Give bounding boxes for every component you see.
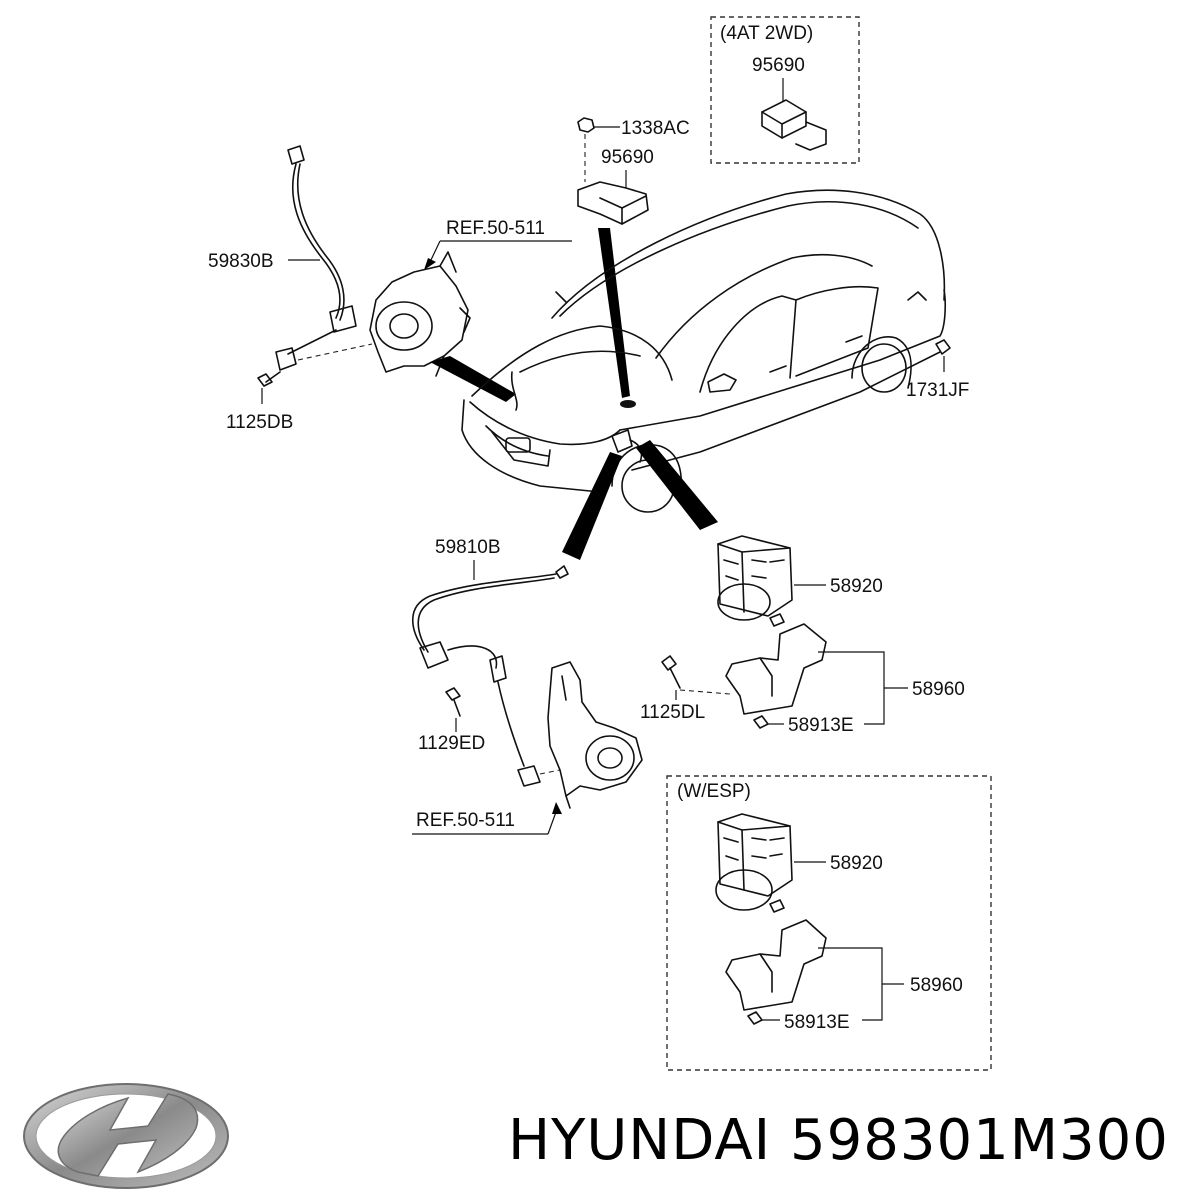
bolt-icon <box>445 687 461 717</box>
label-1338ac: 1338AC <box>621 118 690 139</box>
label-58913e: 58913E <box>788 715 854 736</box>
label-1125dl: 1125DL <box>640 702 705 723</box>
abs-module-icon <box>717 535 793 627</box>
nut-icon <box>753 715 769 729</box>
pointer-arrow-icon <box>562 452 622 560</box>
bracket-icon <box>725 623 827 715</box>
nut-icon <box>747 1011 763 1025</box>
rear-knuckle-icon <box>369 251 471 377</box>
label-ref-bottom: REF.50-511 <box>416 810 515 831</box>
label-1125db: 1125DB <box>226 412 293 433</box>
label-58920-esp: 58920 <box>830 853 883 874</box>
yaw-sensor-icon <box>761 99 827 151</box>
pointer-arrow-icon <box>430 356 516 402</box>
plug-icon <box>935 339 951 355</box>
label-59830b: 59830B <box>208 251 274 272</box>
bolt-icon <box>661 655 681 689</box>
label-59810b: 59810B <box>435 537 501 558</box>
esp-module-icon <box>715 813 793 913</box>
pointer-arrow-icon <box>598 228 630 398</box>
option-box-w-esp <box>666 775 992 1071</box>
bracket-icon <box>725 919 827 1011</box>
label-1731jf: 1731JF <box>906 380 969 401</box>
nut-icon <box>577 117 595 133</box>
label-58960-esp: 58960 <box>910 975 963 996</box>
front-knuckle-icon <box>547 661 643 809</box>
option-box-4at-2wd <box>710 16 860 164</box>
footer-brand-text: HYUNDAI 598301M300 <box>508 1108 1169 1173</box>
label-1129ed: 1129ED <box>418 733 485 754</box>
pointer-arrow-icon <box>636 440 718 530</box>
label-ref-top: REF.50-511 <box>446 218 545 239</box>
wheel-speed-sensor-icon <box>412 565 569 787</box>
label-box-esp: (W/ESP) <box>677 781 751 802</box>
label-95690-box: 95690 <box>752 55 805 76</box>
label-95690: 95690 <box>601 147 654 168</box>
hyundai-logo-icon <box>23 1083 229 1189</box>
label-58913e-esp: 58913E <box>784 1012 850 1033</box>
label-box-4at: (4AT 2WD) <box>720 23 813 44</box>
bolt-icon <box>257 371 281 387</box>
label-58920: 58920 <box>830 576 883 597</box>
label-58960: 58960 <box>912 679 965 700</box>
yaw-sensor-icon <box>577 181 649 225</box>
wheel-speed-sensor-icon <box>275 145 357 371</box>
